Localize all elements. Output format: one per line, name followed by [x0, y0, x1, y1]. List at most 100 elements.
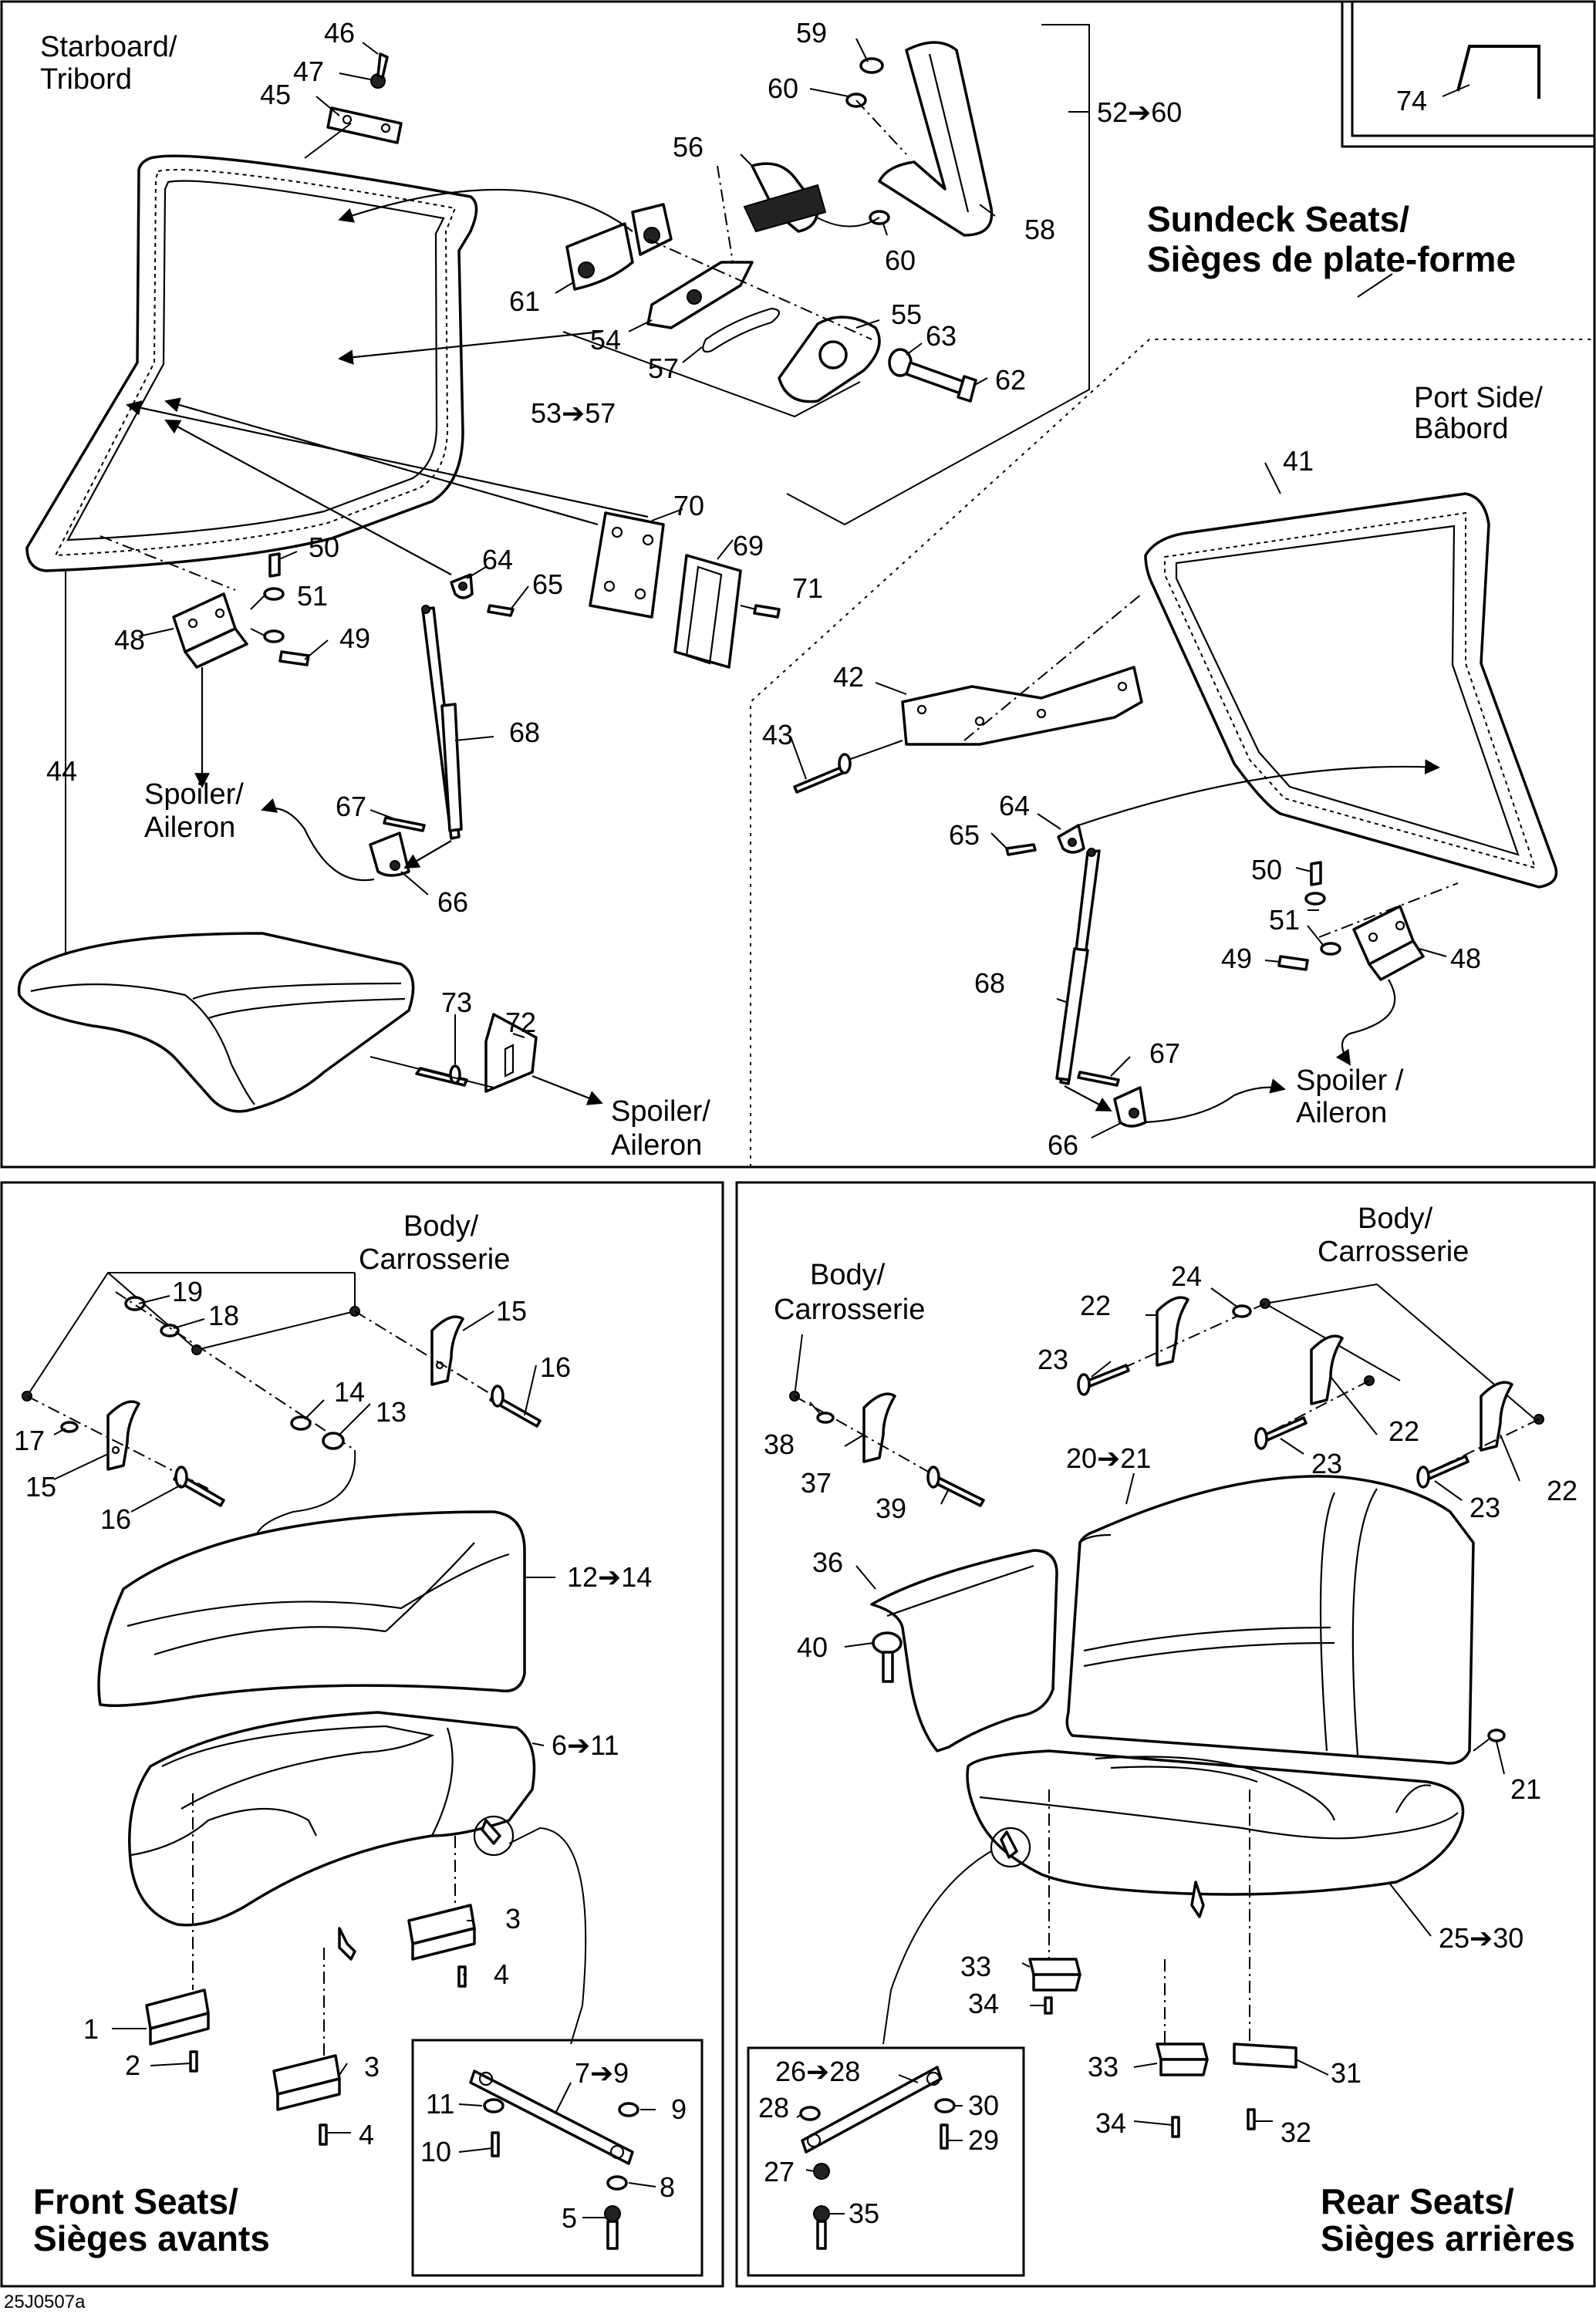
part-67a: 67: [336, 791, 366, 822]
starboard-label-fr: Tribord: [40, 63, 132, 96]
part-42: 42: [833, 661, 864, 693]
hinge-48-starboard: [100, 535, 310, 788]
range-6-11: 6➔11: [552, 1729, 619, 1761]
part-22c: 22: [1547, 1475, 1577, 1506]
part-50a: 50: [309, 531, 339, 563]
range-25-30: 25➔30: [1439, 1922, 1523, 1954]
part-28: 28: [758, 2092, 789, 2123]
part-60a: 60: [768, 73, 798, 104]
front-body-label: Body/: [403, 1210, 479, 1243]
labels: Starboard/ Tribord Sundeck Seats/ Sièges…: [4, 17, 1577, 2312]
sundeck-title-fr: Sièges de plate-forme: [1147, 239, 1516, 279]
part-16b: 16: [540, 1351, 571, 1383]
part-49a: 49: [339, 622, 370, 654]
part-10: 10: [420, 2136, 451, 2167]
range-20-21: 20➔21: [1066, 1442, 1151, 1474]
rear-seat-cushion: [966, 1749, 1465, 1896]
part-4b: 4: [359, 2119, 374, 2150]
part-23c: 23: [1469, 1492, 1500, 1523]
rear-body-label-b-fr: Carrosserie: [1318, 1236, 1469, 1268]
part-49b: 49: [1221, 943, 1252, 974]
sundeck-title: Sundeck Seats/: [1147, 199, 1409, 239]
front-seats-title: Front Seats/: [33, 2181, 238, 2221]
part-11: 11: [426, 2088, 454, 2120]
sundeck-cushion-starboard: [17, 932, 415, 1113]
rear-body-label-a: Body/: [810, 1259, 886, 1291]
part-1: 1: [83, 2013, 99, 2045]
diagram-code: 25J0507a: [4, 2292, 86, 2312]
part-62: 62: [995, 364, 1026, 396]
rear-backrest: [1065, 1475, 1475, 1765]
front-seats-section: [22, 1272, 704, 2277]
part-51a: 51: [297, 580, 328, 612]
spoiler-label-a: Spoiler/: [144, 778, 244, 811]
part-3a: 3: [505, 1903, 521, 1935]
part-45: 45: [260, 79, 291, 110]
front-seat-cushion: [128, 1711, 536, 1927]
part-50b: 50: [1251, 854, 1282, 885]
part-55: 55: [891, 299, 922, 330]
front-body-label-fr: Carrosserie: [359, 1243, 510, 1276]
sundeck-backrest-starboard: [25, 154, 478, 572]
front-backrest: [97, 1510, 526, 1707]
front-bracket-15-left: [26, 1395, 225, 1507]
part-38: 38: [764, 1429, 795, 1460]
part-19: 19: [172, 1276, 203, 1307]
part-22b: 22: [1388, 1415, 1419, 1447]
rear-body-label-a-fr: Carrosserie: [774, 1294, 925, 1326]
port-side-label: Port Side/: [1414, 382, 1543, 414]
part-3b: 3: [364, 2051, 380, 2083]
part-40: 40: [797, 1631, 828, 1663]
part-23b: 23: [1311, 1448, 1342, 1479]
part-16a: 16: [100, 1503, 131, 1535]
part-60b: 60: [885, 245, 916, 276]
part-63: 63: [926, 320, 957, 352]
part-61: 61: [509, 285, 540, 317]
part-15b: 15: [496, 1295, 527, 1327]
part-30: 30: [968, 2090, 999, 2121]
part-46: 46: [324, 17, 355, 49]
part-37: 37: [801, 1467, 832, 1499]
part-4a: 4: [494, 1958, 509, 1990]
part-72: 72: [505, 1007, 536, 1038]
part-57: 57: [648, 352, 679, 384]
part-34b: 34: [1095, 2107, 1126, 2139]
part-68b: 68: [974, 967, 1005, 999]
part-51b: 51: [1269, 904, 1300, 936]
part-36: 36: [812, 1547, 843, 1578]
part-66a: 66: [437, 886, 468, 918]
part-35: 35: [849, 2198, 879, 2229]
part-59: 59: [796, 17, 827, 49]
part-24: 24: [1171, 1260, 1202, 1292]
part-48b: 48: [1450, 943, 1481, 974]
spoiler-label-c-fr: Aileron: [1296, 1097, 1387, 1129]
latch-assembly-53-57: [338, 162, 977, 418]
front-seats-title-fr: Sièges avants: [33, 2218, 270, 2258]
part-65b: 65: [949, 819, 980, 851]
sundeck-port-section: [793, 492, 1558, 1128]
part-66b: 66: [1048, 1129, 1078, 1161]
spoiler-label-b: Spoiler/: [611, 1095, 710, 1128]
range-52-60: 52➔60: [1097, 96, 1182, 128]
rear-seats-section: [747, 1283, 1544, 2277]
rear-inset-frame: [747, 2046, 1025, 2277]
seat-strap-bracket-58: [801, 41, 994, 237]
part-56: 56: [673, 131, 704, 163]
part-44: 44: [46, 755, 77, 787]
part-9: 9: [671, 2093, 687, 2125]
part-71: 71: [792, 572, 823, 604]
part-69: 69: [733, 530, 764, 562]
sundeck-starboard-section: [17, 24, 1540, 1113]
part-17: 17: [14, 1425, 45, 1456]
hinge-plates-69-70: [126, 397, 781, 669]
rear-seats-title: Rear Seats/: [1321, 2181, 1514, 2221]
part-13: 13: [376, 1396, 407, 1428]
part-48a: 48: [114, 624, 145, 656]
part-54: 54: [590, 324, 621, 356]
part-31: 31: [1331, 2057, 1361, 2089]
range-12-14: 12➔14: [567, 1561, 652, 1593]
part-41: 41: [1283, 445, 1314, 477]
spoiler-label-a-fr: Aileron: [144, 811, 235, 844]
part-68a: 68: [509, 717, 540, 748]
